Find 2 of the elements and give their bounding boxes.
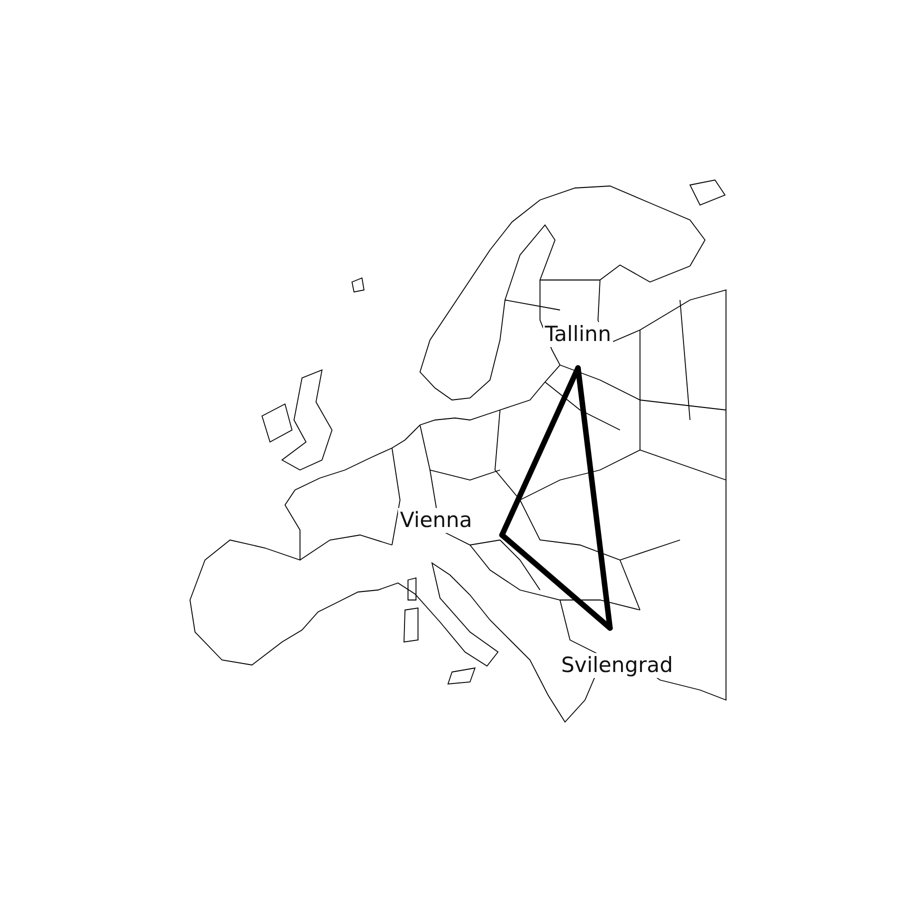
city-label: Tallinn [542, 322, 614, 348]
connector-line [575, 365, 613, 631]
